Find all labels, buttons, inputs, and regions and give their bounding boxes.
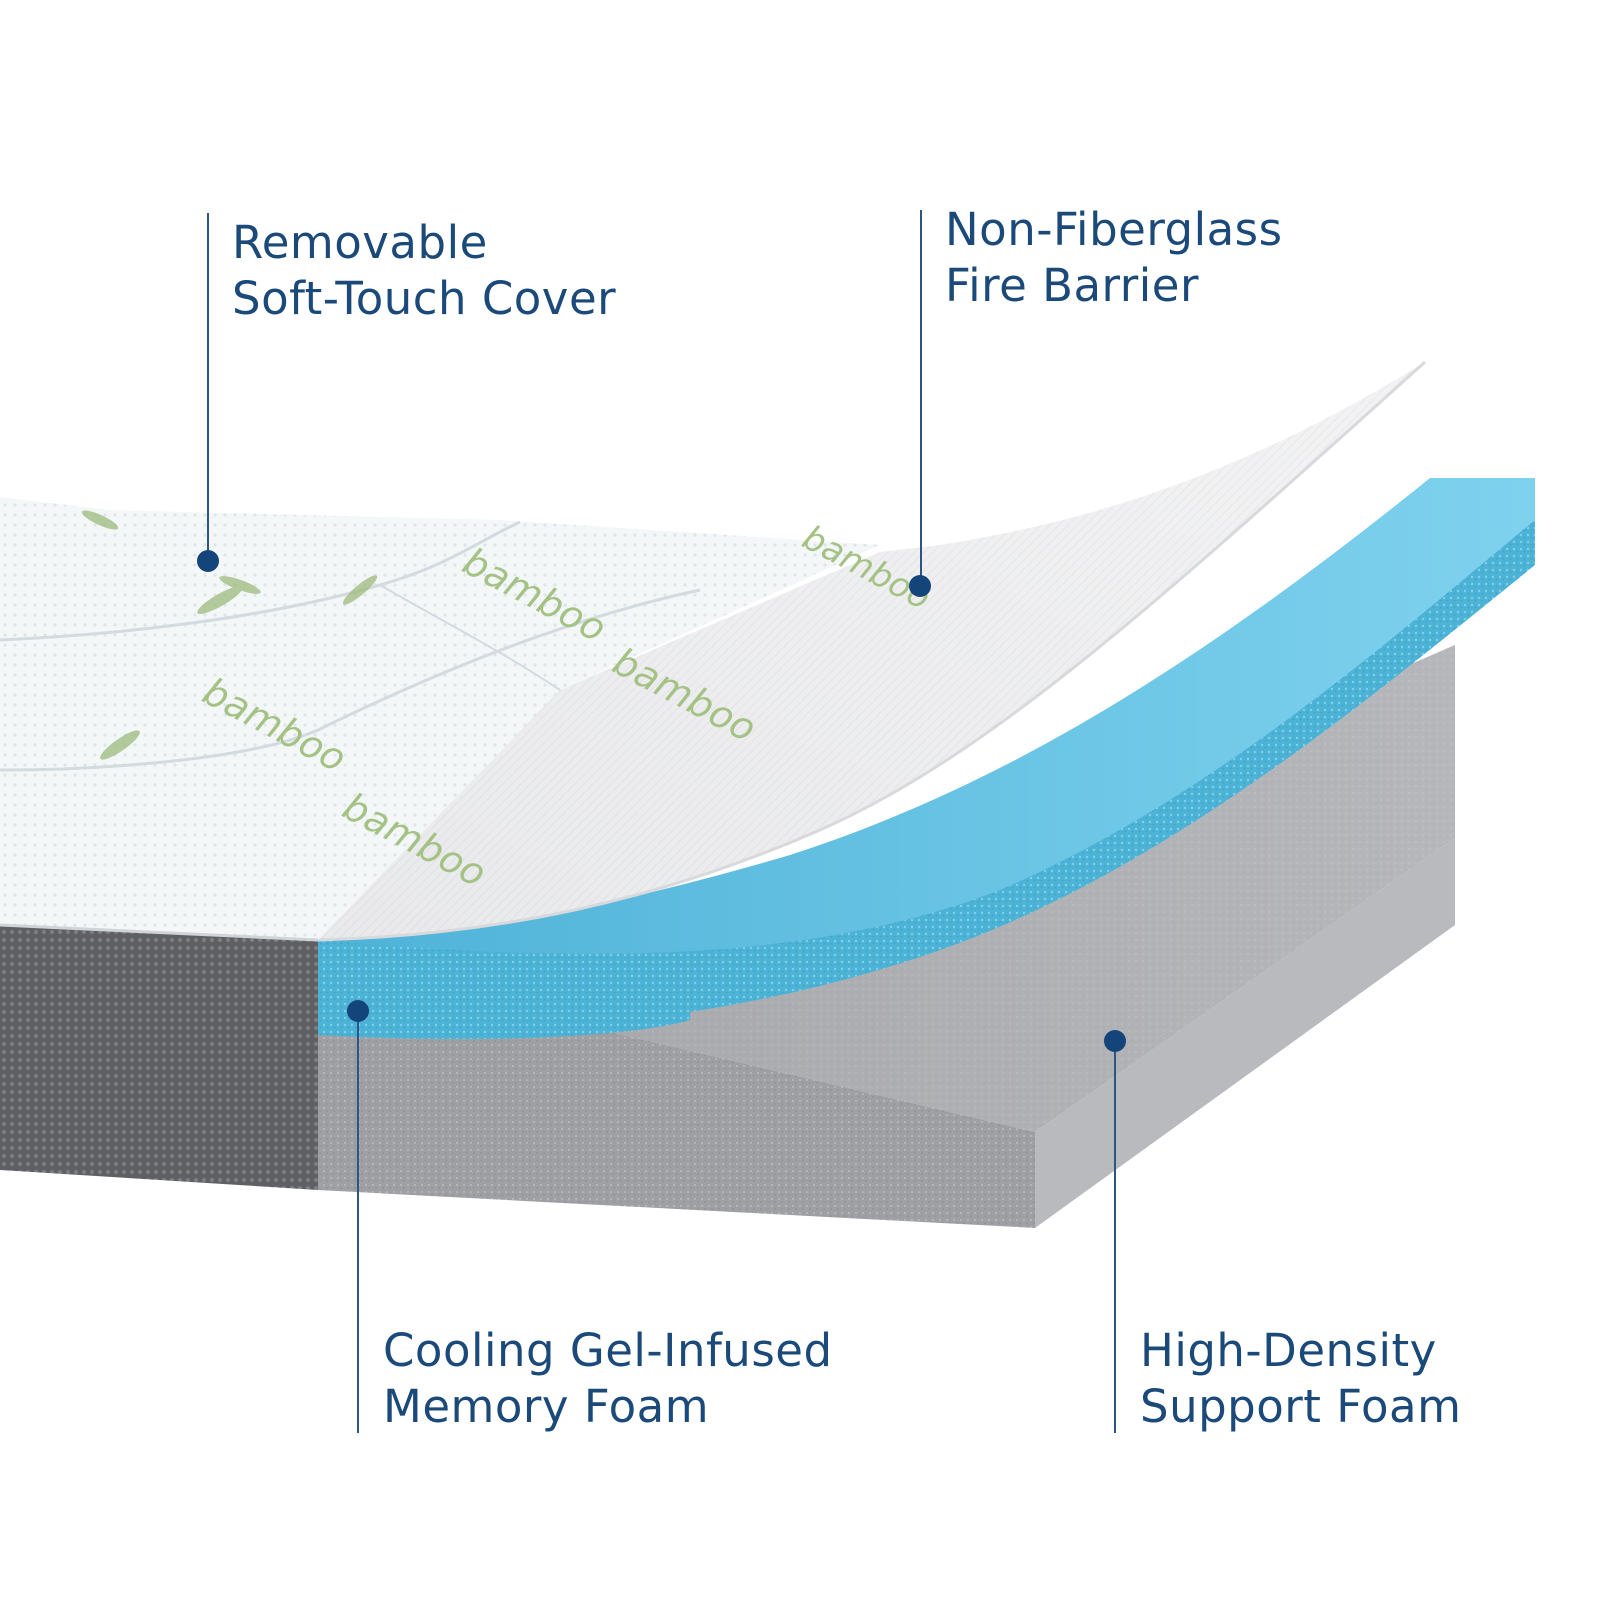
cover-leader-line xyxy=(207,213,209,563)
memory-foam-label-line-2: Memory Foam xyxy=(383,1380,710,1433)
memory-foam-marker-dot xyxy=(347,1000,369,1022)
cover-fold-line-3 xyxy=(379,584,561,691)
bamboo-leaf-print xyxy=(81,510,378,760)
cover-label-line-2: Soft-Touch Cover xyxy=(232,272,617,325)
memory-foam-label-line-1: Cooling Gel-Infused xyxy=(383,1324,833,1377)
memory-foam-top xyxy=(318,478,1535,990)
support-foam-leader-line xyxy=(1114,1043,1116,1433)
barrier-label-line-2: Fire Barrier xyxy=(945,259,1199,312)
cover-label-line-1: Removable xyxy=(232,216,488,269)
cover-callout-label: Removable Soft-Touch Cover xyxy=(232,215,616,327)
fire-barrier-layer xyxy=(317,360,1427,942)
barrier-marker-dot xyxy=(909,575,931,597)
cover-top-panel xyxy=(0,497,880,940)
cover-fold-line-2 xyxy=(0,520,521,642)
barrier-leader-line xyxy=(920,210,922,588)
barrier-label-line-1: Non-Fiberglass xyxy=(945,203,1283,256)
fire-barrier-edge xyxy=(317,360,1427,942)
cover-side-edge xyxy=(0,923,319,942)
fire-barrier-texture xyxy=(318,362,1425,940)
support-foam-label-line-1: High-Density xyxy=(1140,1324,1437,1377)
cover-side-mesh xyxy=(0,925,318,1190)
cover-fold-line-1 xyxy=(0,588,701,772)
memory-foam-layer xyxy=(318,478,1535,1040)
memory-foam-callout-label: Cooling Gel-Infused Memory Foam xyxy=(383,1323,833,1435)
support-foam-end xyxy=(1035,838,1455,1228)
cover-marker-dot xyxy=(197,550,219,572)
support-foam-callout-label: High-Density Support Foam xyxy=(1140,1323,1461,1435)
memory-foam-front xyxy=(318,940,690,1040)
barrier-callout-label: Non-Fiberglass Fire Barrier xyxy=(945,202,1283,314)
support-foam-label-line-2: Support Foam xyxy=(1140,1380,1462,1433)
memory-foam-leader-line xyxy=(357,1013,359,1433)
support-foam-marker-dot xyxy=(1104,1030,1126,1052)
